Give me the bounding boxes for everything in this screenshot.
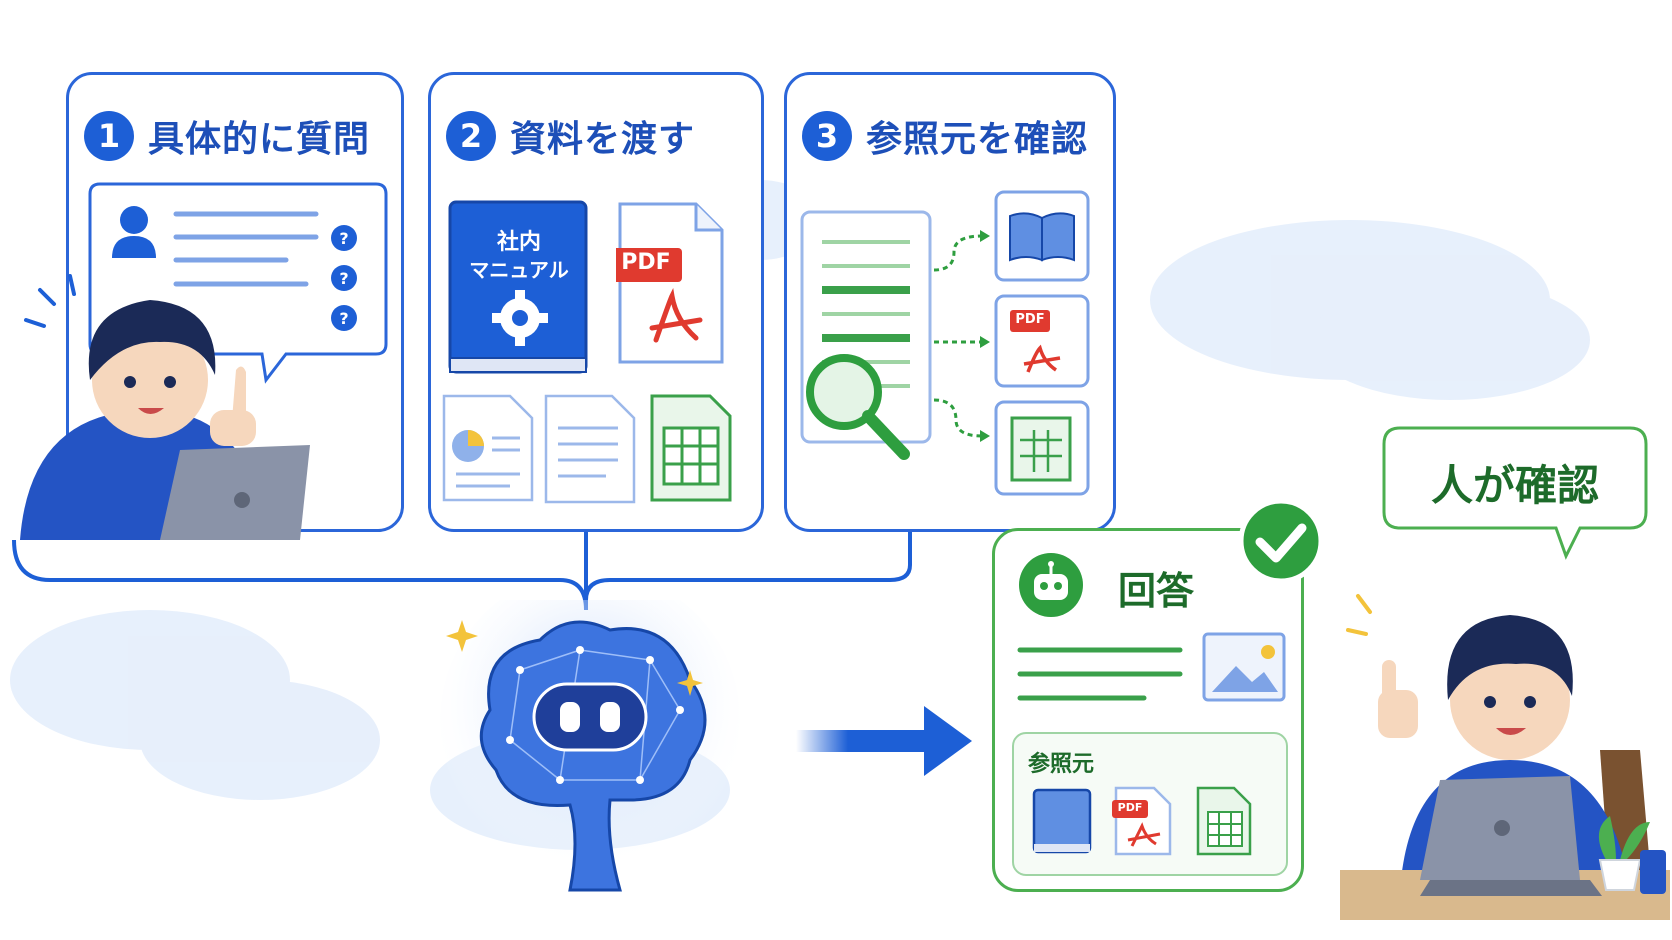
sources-label: 参照元 <box>1028 752 1095 777</box>
pdf-label-sources: PDF <box>1117 801 1143 814</box>
plant-icon <box>1598 816 1650 891</box>
human-check-label: 人が確認 <box>1430 461 1599 510</box>
manual-book-icon <box>448 200 588 374</box>
arrow-right-icon <box>796 706 972 776</box>
ai-brain-icon <box>440 600 740 892</box>
step-2-label: 資料を渡す <box>510 119 696 160</box>
pdf-label: PDF <box>621 250 671 275</box>
gear-icon <box>492 290 548 346</box>
source-icons <box>1032 786 1252 856</box>
step-3-label: 参照元を確認 <box>866 119 1089 160</box>
person-checking-illustration <box>1340 594 1670 920</box>
svg-text:?: ? <box>339 229 348 248</box>
step-1-title: 1 具体的に質問 <box>84 110 370 162</box>
manual-label-line1: 社内 <box>496 230 541 255</box>
pdf-file-icon <box>616 202 724 364</box>
check-circle-icon <box>1238 498 1324 584</box>
magnifier-icon <box>806 354 910 460</box>
step-3-number: 3 <box>802 111 852 161</box>
step-1-label: 具体的に質問 <box>148 119 371 160</box>
image-thumbnail-icon <box>1202 632 1286 702</box>
svg-text:?: ? <box>339 309 348 328</box>
step-2-number: 2 <box>446 111 496 161</box>
human-check-bubble <box>1382 426 1648 560</box>
thumbs-up-hand <box>1378 660 1418 738</box>
chart-document-icon <box>442 394 534 502</box>
svg-text:?: ? <box>339 269 348 288</box>
manual-label-line2: マニュアル <box>469 258 569 282</box>
user-icon <box>112 206 156 258</box>
question-mark-icons: ? ? ? <box>331 225 357 331</box>
step-1-number: 1 <box>84 111 134 161</box>
spreadsheet-icon <box>650 394 732 502</box>
robot-icon <box>1019 553 1083 617</box>
answer-title: 回答 <box>1118 569 1195 613</box>
text-document-icon <box>544 394 636 504</box>
pdf-label-small: PDF <box>1015 312 1045 327</box>
answer-content <box>1017 632 1286 702</box>
step-2-title: 2 資料を渡す <box>446 110 695 162</box>
person-asking-illustration <box>20 274 310 540</box>
source-check-illustration <box>800 190 1090 496</box>
mug-icon <box>1640 850 1666 894</box>
step-3-title: 3 参照元を確認 <box>802 110 1088 162</box>
